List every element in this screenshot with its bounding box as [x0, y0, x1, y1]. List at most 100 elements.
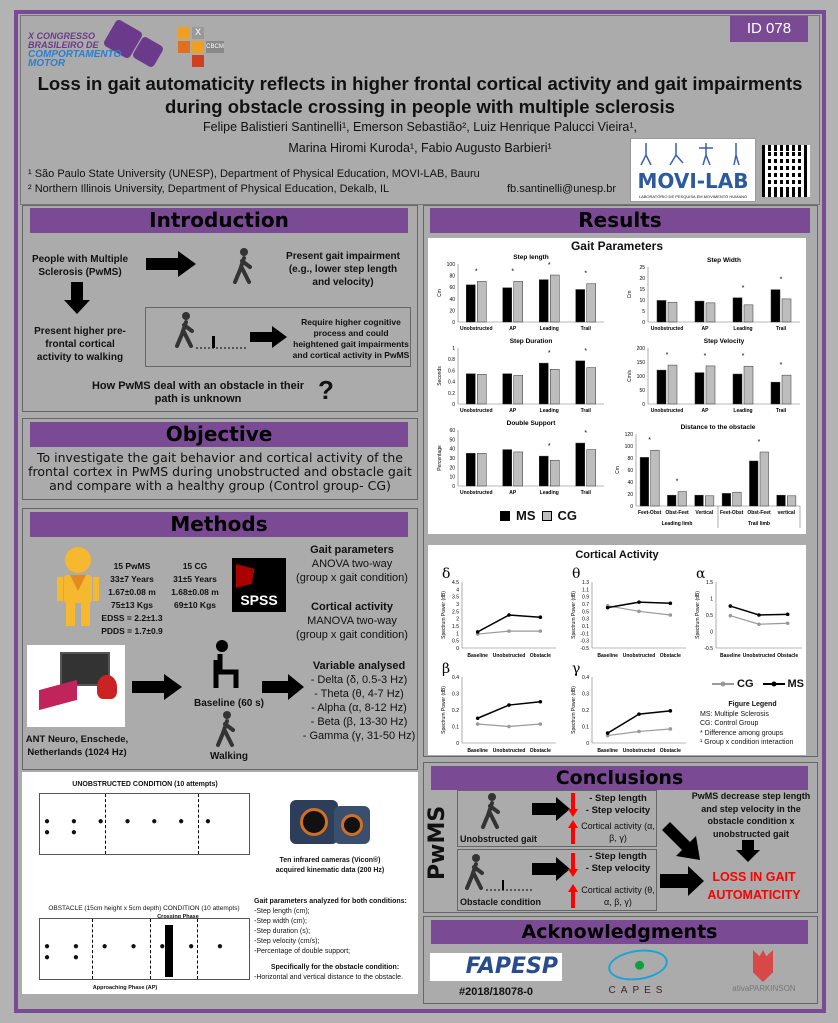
gait-method-title: Gait parameters	[310, 544, 394, 556]
y-tick-label: 20	[449, 308, 455, 314]
header	[20, 15, 820, 205]
y-axis-label: Spectrum Power (dB)	[441, 686, 447, 734]
red-arrow-down-icon	[568, 793, 578, 817]
data-point-cg	[785, 621, 790, 626]
cbcm-text: CBCM	[206, 41, 224, 53]
y-tick-label: 20	[449, 465, 455, 471]
y-tick-label: 0	[456, 646, 459, 652]
x-tick-label: Unobstructed	[460, 326, 493, 332]
x-tick-label: Trail	[581, 326, 592, 332]
qr-code[interactable]	[762, 145, 810, 197]
legend-cg: CG	[737, 678, 754, 690]
unobstructed-title: UNOBSTRUCTED CONDITION (10 attempts)	[72, 781, 218, 788]
y-tick-label: 1.3	[582, 580, 589, 586]
bar-cg	[705, 495, 715, 507]
bar-ms	[502, 287, 512, 323]
intro-cognitive: Require higher cognitive process and cou…	[292, 317, 410, 360]
y-axis-label: Cm	[437, 289, 443, 297]
contact-email[interactable]: fb.santinelli@unesp.br	[507, 183, 617, 195]
x-tick-label: Leading	[540, 408, 559, 414]
variables-title: Variable analysed	[312, 660, 406, 672]
walking-figures-icon	[640, 143, 740, 166]
bar-ms	[770, 381, 781, 405]
param-item: -Percentage of double support;	[254, 948, 351, 955]
chart-title: Double Support	[507, 420, 557, 427]
y-tick-label: -0.5	[580, 646, 589, 652]
x-tick-label: AP	[702, 408, 710, 414]
y-tick-label: 60	[449, 285, 455, 291]
data-point-cg	[538, 629, 543, 633]
conclusions-section	[423, 762, 818, 913]
variables-list: Variable analysed - Delta (δ, 0.5-3 Hz)-…	[300, 659, 418, 743]
intro-obstacle-box	[145, 307, 411, 367]
y-tick-label: 100	[625, 444, 634, 450]
cbcm-logo: X CBCM	[178, 27, 238, 67]
introduction-section	[22, 205, 418, 412]
methods-heading: Methods	[30, 512, 408, 537]
data-point-ms	[507, 703, 511, 707]
y-tick-label: 1.1	[582, 587, 589, 593]
x-tick-label: Trail	[581, 408, 592, 414]
x-tick-label: Unobstructed	[743, 653, 776, 659]
camera-caption: Ten infrared cameras (Vicon®) acquired k…	[275, 857, 385, 874]
x-tick-label: Baseline	[597, 748, 618, 754]
cortical-test: MANOVA two-way	[307, 615, 397, 627]
group-label: Trail limb	[748, 521, 770, 527]
y-tick-label: 40	[627, 480, 633, 486]
lab-logo-text: MOVI-LAB	[637, 169, 749, 193]
bar-cg	[513, 451, 523, 487]
y-tick-label: 1	[456, 631, 459, 637]
gait-parameters-panel	[428, 238, 806, 534]
data-point-cg	[538, 722, 543, 726]
y-tick-label: 0.1	[582, 725, 589, 731]
legend-ms: MS	[516, 508, 536, 523]
movi-lab-logo: MOVI-LAB LABORATÓRIO DE PESQUISA EM MOVI…	[630, 138, 756, 202]
obstacle-conclusion-box	[457, 849, 657, 911]
y-tick-label: 0	[642, 402, 645, 408]
y-tick-label: 0.2	[582, 708, 589, 714]
x-tick-label: Trail	[776, 408, 787, 414]
data-point-ms	[668, 709, 673, 713]
bar-ms	[656, 369, 667, 405]
cortical-increase-2: Cortical activity (θ, α, β, γ)	[581, 885, 655, 907]
data-point-cg	[475, 722, 480, 726]
data-point-ms	[475, 630, 480, 634]
data-point-ms	[757, 613, 761, 617]
bar-cg	[550, 369, 560, 405]
variable-item: - Alpha (α, 8-12 Hz)	[311, 702, 407, 714]
fapesp-logo: FAPESP	[430, 953, 562, 981]
objective-text: To investigate the gait behavior and cor…	[28, 450, 412, 493]
walking-obstacle-icon	[465, 854, 532, 891]
y-tick-label: 10	[449, 475, 455, 481]
y-axis-label: Percentage	[437, 445, 443, 471]
group-label: Leading limb	[662, 521, 693, 527]
bar-ms	[639, 457, 649, 507]
x-tick-label: Baseline	[467, 653, 488, 659]
x-tick-label: Leading	[733, 408, 752, 414]
chart-svg: Distance to the obstacle020406080100120C…	[615, 424, 801, 528]
y-axis-label: Cm	[615, 466, 621, 474]
y-tick-label: 0.7	[582, 602, 589, 608]
y-tick-label: 4.5	[452, 580, 459, 586]
chart-svg: Step Duration00.20.40.60.81SecondsUnobst…	[437, 338, 604, 414]
y-tick-label: -0.3	[580, 639, 589, 645]
y-tick-label: -0.1	[580, 631, 589, 637]
unobstructed-diagram: ● ● ● ● ● ● ● ● ●	[39, 793, 250, 855]
data-point-cg	[668, 613, 673, 617]
significance-star: *	[584, 430, 587, 437]
bar-cg	[781, 298, 792, 323]
y-tick-label: 1.5	[452, 624, 459, 630]
chart-svg: θ-0.5-0.3-0.10.10.30.50.70.91.11.3Spectr…	[571, 566, 686, 659]
y-axis-label: Cm/s	[627, 370, 633, 382]
y-tick-label: 1.5	[706, 580, 713, 586]
bar-cg	[586, 449, 596, 487]
y-tick-label: 40	[449, 297, 455, 303]
params-title: Gait parameters analyzed for both condit…	[254, 898, 407, 905]
bar-cg	[650, 449, 660, 507]
